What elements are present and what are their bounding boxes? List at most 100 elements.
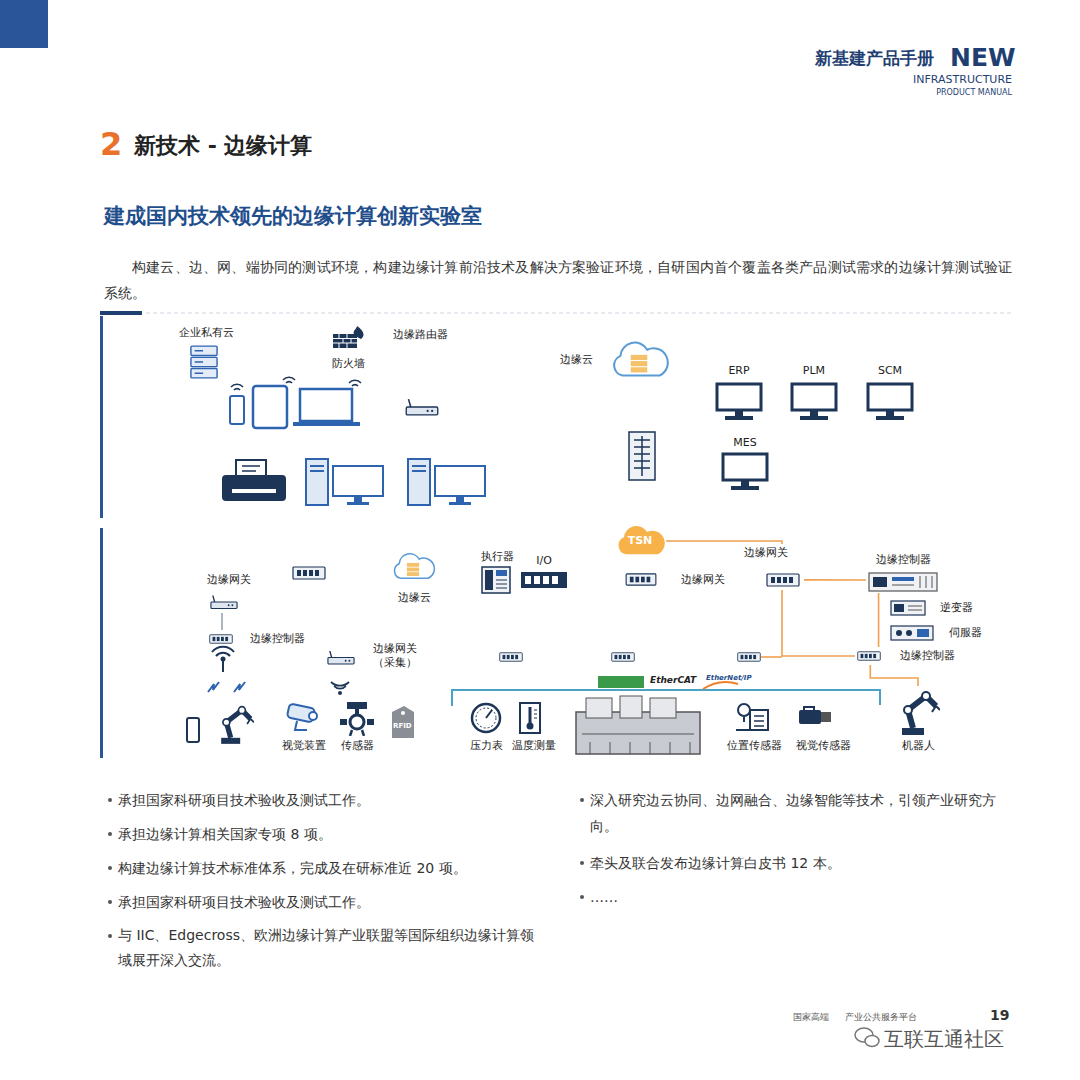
- page-number: 19: [990, 1006, 1009, 1024]
- footer-text: 国家高端: [793, 1012, 829, 1023]
- device-label: 位置传感器: [727, 739, 782, 754]
- device-icon: [767, 574, 799, 586]
- device-node: 执行器: [476, 548, 518, 596]
- protocol-logo: EtherNet/IP: [706, 674, 752, 683]
- device-icon: [869, 573, 937, 591]
- bullet-dot: [108, 798, 112, 802]
- rfid-tag: RFID: [393, 722, 412, 731]
- device-label: TSN: [626, 534, 655, 548]
- device-label: 执行器: [481, 548, 514, 564]
- intro-paragraph: 构建云、边、网、端协同的测试环境，构建边缘计算前沿技术及解决方案验证环境，自研国…: [104, 254, 1012, 306]
- device-icon: [340, 702, 374, 736]
- device-node: 边缘控制器: [207, 630, 307, 648]
- device-label: 边缘网关 （采集）: [367, 642, 423, 670]
- network-link: [782, 590, 855, 656]
- device-icon: [191, 346, 217, 378]
- device-node: 机器人: [888, 686, 948, 754]
- device-label: 视觉装置: [282, 739, 326, 754]
- device-label: 企业私有云: [179, 324, 234, 340]
- device-node: MES: [718, 434, 772, 494]
- device-node: 边缘网关 （采集）: [325, 640, 423, 672]
- device-icon: [406, 399, 438, 415]
- device-label: ERP: [728, 362, 749, 378]
- device-icon: [891, 626, 933, 640]
- bullet-dot: [108, 866, 112, 870]
- device-label: 防火墙: [332, 357, 365, 372]
- header-word: NEW: [950, 42, 1016, 73]
- device-node: I/O: [518, 552, 570, 590]
- device-label: 传感器: [341, 739, 374, 754]
- device-icon: [723, 454, 767, 490]
- device-label: 温度测量: [512, 739, 556, 754]
- bullet-item: 构建边缘计算技术标准体系，完成及在研标准近 20 项。: [118, 855, 543, 881]
- device-node: ERP: [712, 362, 766, 424]
- device-label: 边缘云: [558, 353, 595, 367]
- device-label: MES: [733, 434, 756, 450]
- device-label: I/O: [536, 552, 552, 568]
- device-label: 压力表: [470, 739, 503, 754]
- device-icon: [868, 384, 912, 420]
- device-icon: [287, 703, 317, 730]
- device-icon: [736, 704, 768, 730]
- device-node: 逆变器: [888, 598, 975, 618]
- protocol-logo: EtherCAT: [650, 675, 696, 686]
- bullet-item: 深入研究边云协同、边网融合、边缘智能等技术，引领产业研究方向。: [590, 787, 1018, 839]
- device-label: PLM: [803, 362, 825, 378]
- device-label: 边缘网关: [207, 571, 251, 587]
- device-label: 边缘网关: [744, 544, 788, 560]
- field-switches: [293, 567, 782, 661]
- device-node: 视觉传感器: [790, 700, 856, 754]
- network-link: [870, 665, 918, 686]
- device-node: 边缘控制器: [866, 551, 940, 593]
- section-number: 2: [100, 124, 122, 164]
- device-node: 位置传感器: [722, 700, 786, 754]
- bullet-item: 承担边缘计算相关国家专项 8 项。: [118, 821, 543, 847]
- production-line: [452, 676, 880, 754]
- device-node: 企业私有云: [175, 324, 237, 382]
- device-label: 边缘云: [398, 591, 431, 606]
- device-node: 传感器: [334, 700, 380, 754]
- bullet-item: 牵头及联合发布边缘计算白皮书 12 本。: [590, 850, 1018, 876]
- device-icon: [210, 635, 233, 643]
- device-node: 伺服器: [888, 623, 984, 643]
- device-node: 视觉装置: [279, 700, 329, 754]
- header-sub: PRODUCT MANUAL: [936, 88, 1012, 98]
- footer-text: 产业公共服务平台: [845, 1012, 917, 1023]
- device-icon: [211, 595, 237, 608]
- device-icon: [395, 554, 435, 578]
- bullet-dot: [108, 832, 112, 836]
- rack-switch: [629, 432, 655, 480]
- device-label: 边缘控制器: [248, 632, 307, 646]
- device-icon: [858, 652, 881, 660]
- corner-square: [0, 0, 48, 48]
- device-icon: [614, 343, 668, 376]
- bullet-dot: [108, 900, 112, 904]
- device-label: 逆变器: [938, 601, 975, 615]
- device-node: 边缘控制器: [855, 647, 957, 665]
- device-label: 视觉传感器: [796, 739, 851, 754]
- device-node: 边缘网关: [728, 544, 804, 590]
- device-icon: [792, 384, 836, 420]
- wechat-icon: [855, 1028, 879, 1047]
- device-label: SCM: [878, 362, 902, 378]
- device-label: 边缘控制器: [898, 649, 957, 663]
- device-icon: [799, 707, 831, 724]
- device-node: SCM: [863, 362, 917, 424]
- device-node: 压力表: [463, 700, 509, 754]
- device-icon: [891, 601, 925, 615]
- device-node: 边缘云: [558, 340, 672, 380]
- bullet-item: 承担国家科研项目技术验收及测试工作。: [118, 787, 543, 813]
- header-sub: INFRASTRUCTURE: [913, 73, 1012, 87]
- device-icon: [482, 567, 510, 593]
- device-node: 防火墙: [326, 324, 370, 372]
- device-icon: [717, 384, 761, 420]
- client-devices: [222, 377, 485, 505]
- subheading: 建成国内技术领先的边缘计算创新实验室: [104, 203, 482, 229]
- device-node: 温度测量: [509, 700, 559, 754]
- bullet-dot: [580, 798, 584, 802]
- device-label: 边缘控制器: [876, 551, 931, 567]
- bullet-item: 与 IIC、Edgecross、欧洲边缘计算产业联盟等国际组织边缘计算领域展开深…: [118, 923, 543, 973]
- device-node: 边缘网关: [200, 571, 258, 613]
- bullet-dot: [108, 934, 112, 938]
- header-title: 新基建产品手册: [815, 48, 934, 69]
